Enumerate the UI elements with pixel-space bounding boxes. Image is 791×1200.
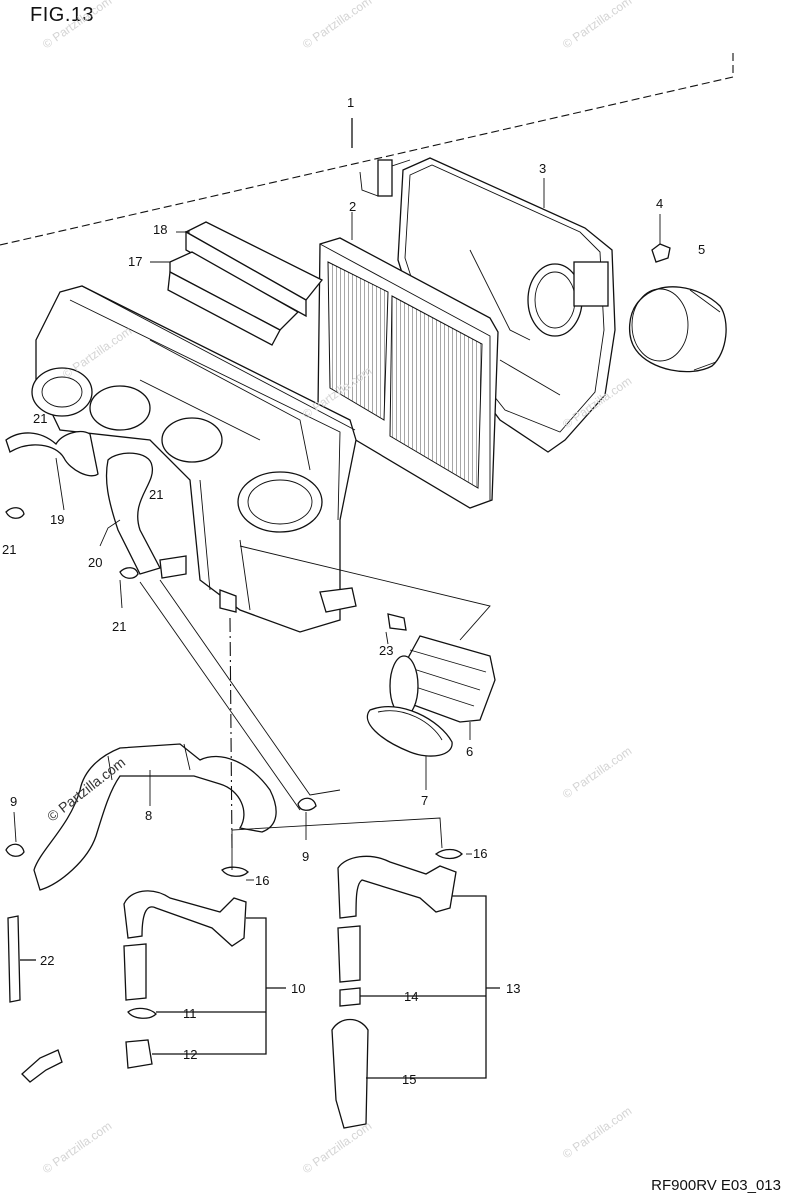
callout-16-right[interactable]: 16 (473, 846, 488, 861)
callout-8[interactable]: 8 (145, 808, 153, 823)
assembly-bracket-line (0, 50, 734, 246)
leader-lines (13, 178, 661, 881)
callout-17[interactable]: 17 (128, 254, 143, 269)
callout-7[interactable]: 7 (421, 793, 429, 808)
callout-21-middle[interactable]: 21 (149, 487, 164, 502)
callout-19[interactable]: 19 (50, 512, 65, 527)
callout-9-left[interactable]: 9 (10, 794, 18, 809)
drain-hose-set-10 (123, 866, 286, 1069)
callout-11[interactable]: 11 (183, 1006, 197, 1021)
air-filter-element-part (317, 237, 499, 509)
callout-1[interactable]: 1 (347, 95, 355, 110)
drain-hose-set-13 (331, 848, 500, 1129)
callout-9-right[interactable]: 9 (302, 849, 310, 864)
figure-title: FIG.13 (30, 4, 95, 26)
bolt-and-funnel-parts (629, 243, 727, 373)
air-cleaner-case-part (31, 285, 357, 633)
hose-parts (5, 430, 277, 891)
callout-16-left[interactable]: 16 (255, 873, 270, 888)
intake-boot-and-clamp-parts (366, 613, 496, 757)
callout-13[interactable]: 13 (506, 981, 521, 996)
callout-4[interactable]: 4 (656, 196, 664, 211)
clip-and-strap-parts (5, 507, 317, 1083)
callout-18[interactable]: 18 (153, 222, 168, 237)
callout-15[interactable]: 15 (402, 1072, 417, 1087)
callout-6[interactable]: 6 (466, 744, 474, 759)
callout-3[interactable]: 3 (539, 161, 547, 176)
callout-21-bottom[interactable]: 21 (112, 619, 127, 634)
callout-12[interactable]: 12 (183, 1047, 198, 1062)
callout-22[interactable]: 22 (40, 953, 55, 968)
callout-20[interactable]: 20 (88, 555, 103, 570)
callout-23[interactable]: 23 (379, 643, 394, 658)
callout-21-top[interactable]: 21 (33, 411, 48, 426)
callout-2[interactable]: 2 (349, 199, 357, 214)
figure-code: RF900RV E03_013 (651, 1177, 781, 1194)
callout-14[interactable]: 14 (404, 989, 419, 1004)
callout-21-left[interactable]: 21 (2, 542, 17, 557)
sponge-parts (167, 221, 324, 346)
air-cleaner-cap-part (359, 157, 616, 453)
callout-5[interactable]: 5 (698, 242, 706, 257)
callout-10[interactable]: 10 (291, 981, 306, 996)
